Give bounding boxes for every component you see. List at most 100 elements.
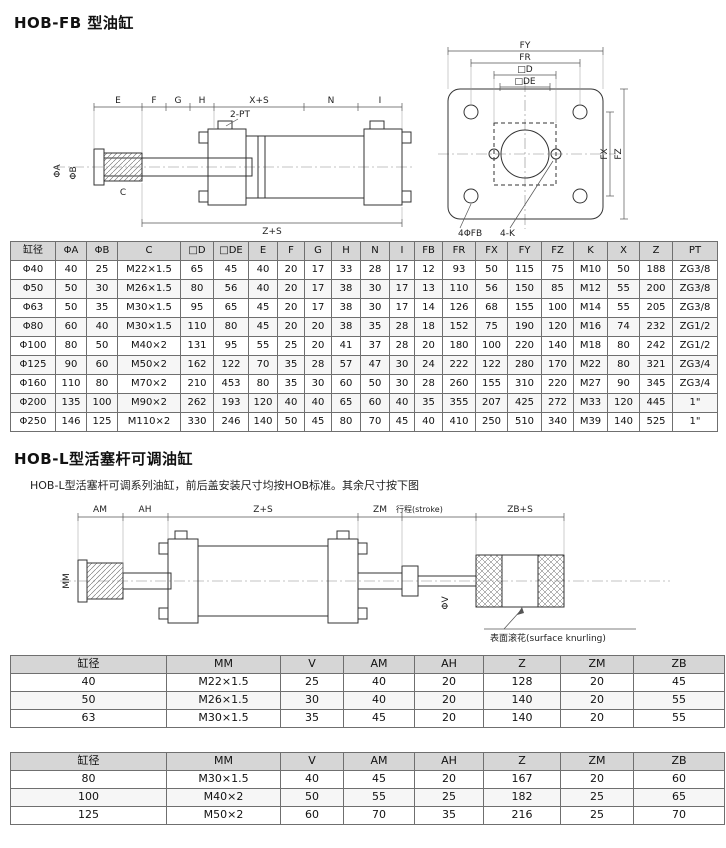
- table-cell: Φ200: [10, 393, 56, 413]
- table-cell: 35: [86, 298, 118, 318]
- rod-thread: [103, 152, 143, 182]
- section2-title: HOB-L型活塞杆可调油缸: [14, 450, 194, 468]
- dim-label-zs: Z+S: [253, 505, 273, 515]
- table-cell: 33: [331, 260, 361, 280]
- table-cell: 80: [180, 279, 214, 299]
- table-cell: M22: [573, 355, 608, 375]
- dim-label-fz: FZ: [614, 148, 624, 159]
- table-cell: M40×2: [166, 788, 281, 807]
- column-header: K: [573, 241, 608, 261]
- table-cell: 20: [277, 317, 305, 337]
- table-cell: 182: [483, 788, 561, 807]
- column-header: AM: [343, 655, 415, 674]
- table-cell: 1": [672, 412, 718, 432]
- table-cell: 167: [483, 770, 561, 789]
- table-cell: 140: [248, 412, 278, 432]
- square-de: [493, 122, 557, 186]
- table-cell: 55: [607, 279, 640, 299]
- side-view-dimensions: [93, 103, 403, 227]
- table-cell: 63: [10, 709, 167, 728]
- table-cell: 45: [248, 317, 278, 337]
- table-cell: Φ50: [10, 279, 56, 299]
- column-header: ZM: [560, 752, 634, 771]
- table-cell: 17: [304, 279, 332, 299]
- table-cell: 125: [10, 806, 167, 825]
- column-header: FY: [507, 241, 542, 261]
- table-cell: 18: [414, 317, 443, 337]
- table-cell: 80: [607, 355, 640, 375]
- table-cell: 35: [414, 806, 484, 825]
- table-cell: 453: [213, 374, 249, 394]
- column-header: AH: [414, 752, 484, 771]
- table-cell: 90: [607, 374, 640, 394]
- table-cell: 35: [280, 709, 344, 728]
- table-cell: 70: [343, 806, 415, 825]
- dim-label-phiv: ΦV: [441, 596, 451, 610]
- table-cell: 20: [414, 709, 484, 728]
- table-cell: M110×2: [117, 412, 181, 432]
- table-cell: 126: [442, 298, 476, 318]
- table-cell: 50: [10, 691, 167, 710]
- holes-k-label: 4-K: [500, 229, 516, 237]
- table-cell: 190: [507, 317, 542, 337]
- table-cell: ZG3/4: [672, 355, 718, 375]
- table-cell: 340: [541, 412, 574, 432]
- column-header: FB: [414, 241, 443, 261]
- table-cell: 70: [360, 412, 390, 432]
- k-hole: [488, 148, 500, 160]
- table-cell: Φ125: [10, 355, 56, 375]
- table-cell: M10: [573, 260, 608, 280]
- table-cell: 25: [86, 260, 118, 280]
- table-cell: M70×2: [117, 374, 181, 394]
- table-cell: 80: [10, 770, 167, 789]
- column-header: FX: [475, 241, 508, 261]
- table-cell: 45: [248, 298, 278, 318]
- column-header: V: [280, 655, 344, 674]
- table-cell: 38: [331, 317, 361, 337]
- tie-rod-nut: [158, 542, 169, 555]
- table-cell: 55: [633, 709, 725, 728]
- table-cell: 20: [277, 279, 305, 299]
- table-cell: 75: [475, 317, 508, 337]
- table-cell: 120: [541, 317, 574, 337]
- table-cell: 45: [389, 412, 415, 432]
- stroke-note: 行程(stroke): [396, 504, 443, 514]
- table-cell: M40×2: [117, 336, 181, 356]
- flange-dimensions: [447, 47, 628, 229]
- dim-label-zbs: ZB+S: [507, 505, 533, 515]
- table-cell: 56: [213, 279, 249, 299]
- table-cell: M26×1.5: [117, 279, 181, 299]
- tie-rod-nut: [357, 542, 368, 555]
- table-cell: 131: [180, 336, 214, 356]
- k-hole: [550, 148, 562, 160]
- table-cell: 50: [277, 412, 305, 432]
- table-cell: 74: [607, 317, 640, 337]
- table-cell: 65: [180, 260, 214, 280]
- table-cell: 80: [331, 412, 361, 432]
- table-cell: 250: [475, 412, 508, 432]
- table-cell: 20: [277, 298, 305, 318]
- table-cell: 41: [331, 336, 361, 356]
- table-cell: Φ63: [10, 298, 56, 318]
- column-header: Z: [483, 752, 561, 771]
- table-cell: 28: [389, 317, 415, 337]
- table-cell: 85: [541, 279, 574, 299]
- bolt-hole: [463, 104, 479, 120]
- table-cell: 445: [639, 393, 673, 413]
- table-cell: 40: [248, 279, 278, 299]
- table-cell: 17: [389, 260, 415, 280]
- column-header: FR: [442, 241, 476, 261]
- tie-rod-nut: [401, 131, 412, 144]
- dim-label-g: G: [175, 96, 182, 106]
- table-cell: 60: [86, 355, 118, 375]
- table-cell: 330: [180, 412, 214, 432]
- column-header: ZB: [633, 655, 725, 674]
- column-header: I: [389, 241, 415, 261]
- table-cell: 122: [213, 355, 249, 375]
- table-cell: 150: [507, 279, 542, 299]
- table-cell: 200: [639, 279, 673, 299]
